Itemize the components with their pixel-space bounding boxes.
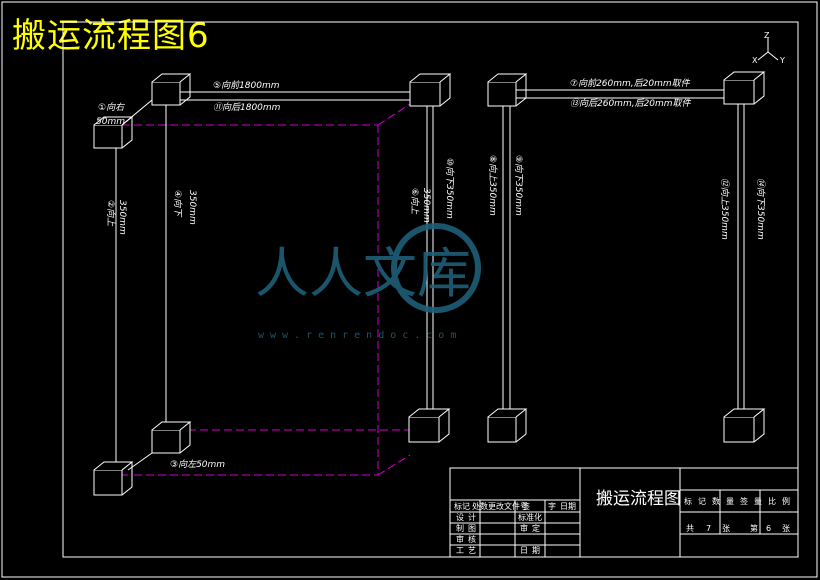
axis-triad — [757, 38, 779, 61]
tb-hdr-2: 数 — [712, 496, 720, 506]
cube-group — [93, 71, 766, 496]
label-7: ⑥向上 — [409, 188, 420, 215]
label-4: ②向上 — [105, 200, 116, 227]
label-5: ④向下 — [172, 190, 183, 218]
label-2: ⑤向前1800mm — [213, 80, 280, 91]
tb-r1-0: 制 — [456, 523, 464, 533]
label-5b: 350mm — [187, 190, 197, 225]
cube-3 — [409, 73, 452, 107]
label-12: ⑨向下350mm — [513, 155, 524, 216]
tb-sheet-4: 6 — [766, 524, 771, 533]
tb-r3-0: 工 — [456, 546, 464, 555]
tb-rev-3: 签 — [522, 501, 530, 511]
watermark-main: 人人文库 — [255, 242, 471, 305]
tb-hdr-6: 比 — [768, 496, 776, 506]
axis-x-label: X — [752, 56, 758, 65]
title-block — [449, 467, 799, 558]
drawing-title: 搬运流程图6 — [12, 16, 210, 56]
tb-sheet-1: 7 — [706, 524, 711, 533]
label-8: ⑩向下350mm — [444, 158, 455, 219]
label-1: ①向右 — [98, 102, 125, 113]
tb-sheet-2: 张 — [722, 524, 730, 533]
tb-r3-2: 日 — [520, 546, 528, 555]
tb-sheet-5: 张 — [782, 524, 790, 533]
label-14: ⑭向下350mm — [755, 178, 766, 240]
watermark: 人人文库 www.renrendoc.com — [255, 223, 481, 341]
tb-hdr-1: 记 — [698, 497, 706, 506]
label-1b: 50mm — [96, 117, 125, 127]
tb-rev-4: 字 — [548, 501, 556, 511]
tb-r1-2: 审 — [520, 523, 528, 533]
label-6: ③向左50mm — [170, 459, 225, 470]
title-block-drawing-name: 搬运流程图 — [596, 489, 681, 509]
label-10: ⑬向后260mm,后20mm取件 — [570, 98, 692, 109]
tb-r1-1: 图 — [468, 524, 476, 533]
tb-r0-1: 计 — [468, 512, 476, 522]
cube-10 — [723, 408, 766, 443]
tb-r0-2: 标准化 — [518, 512, 542, 522]
cube-8 — [408, 408, 451, 443]
label-3: ⑪向后1800mm — [213, 102, 281, 113]
tb-r0-0: 设 — [456, 512, 464, 522]
tb-hdr-3: 量 — [726, 497, 734, 506]
cube-6 — [151, 421, 192, 454]
tb-sheet-3: 第 — [750, 523, 758, 533]
motion-lines — [115, 89, 745, 471]
cube-9 — [487, 408, 528, 443]
tb-hdr-7: 例 — [782, 496, 790, 506]
label-13: ⑫向上350mm — [719, 178, 730, 240]
cube-5 — [723, 71, 766, 105]
label-4b: 350mm — [117, 200, 127, 235]
tb-rev-2: 更改文件号 — [488, 501, 528, 511]
label-11: ⑧向上350mm — [487, 155, 498, 216]
tb-r3-1: 艺 — [468, 546, 476, 555]
label-7b: 350mm — [421, 188, 431, 223]
tb-r1-3: 定 — [532, 523, 540, 533]
inner-frame — [62, 21, 799, 558]
cube-2 — [151, 73, 192, 106]
tb-rev-1: 处数 — [472, 501, 488, 511]
tb-r2-0: 审 — [456, 534, 464, 544]
tb-hdr-5: 量 — [754, 497, 762, 506]
label-9: ⑦向前260mm,后20mm取件 — [570, 78, 691, 89]
tb-r2-1: 核 — [468, 534, 476, 544]
tb-hdr-0: 标 — [684, 496, 692, 506]
tb-rev-5: 日期 — [560, 502, 576, 511]
tb-r3-3: 期 — [532, 546, 540, 555]
axis-y-label: Y — [779, 56, 785, 65]
axis-z-label: Z — [764, 31, 770, 40]
tb-hdr-4: 签 — [740, 496, 748, 506]
tb-rev-0: 标记 — [454, 501, 470, 511]
cube-7 — [93, 461, 134, 496]
watermark-url: www.renrendoc.com — [258, 330, 462, 341]
tb-sheet-0: 共 — [686, 524, 694, 533]
